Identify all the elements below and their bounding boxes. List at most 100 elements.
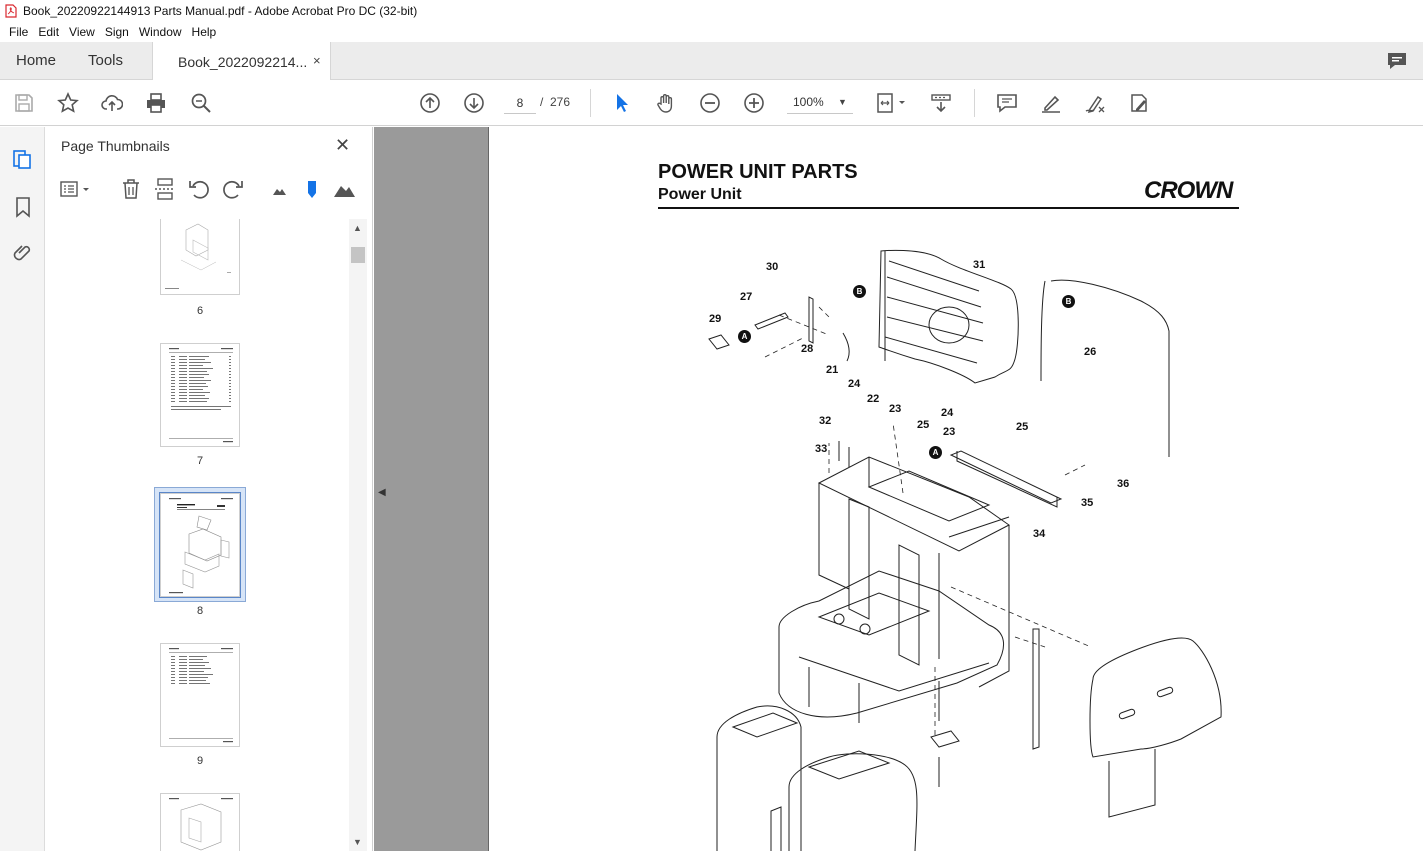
thumbnail-smaller-icon[interactable] [268,177,292,201]
callout-label: 24 [848,378,861,390]
add-comment-icon[interactable] [995,91,1019,115]
callout-label: 26 [1084,346,1097,358]
insert-page-icon[interactable] [153,177,177,201]
menu-help[interactable]: Help [191,25,217,39]
thumbnail-page-number: 8 [196,605,204,617]
reference-badge: A [929,446,942,459]
scroll-down-icon[interactable]: ▼ [353,837,362,847]
print-icon[interactable] [144,91,168,115]
draw-tool-icon[interactable] [1083,91,1107,115]
page-total: 276 [550,95,571,109]
thumbnail-drawing [169,498,233,594]
rotate-clockwise-icon[interactable] [221,177,245,201]
zoom-level-value: 100% [793,95,824,109]
select-cursor-icon[interactable] [610,91,634,115]
thumbnail-parts-list [169,648,233,743]
callout-label: 33 [815,443,828,455]
callout-label: 22 [867,393,880,405]
document-view[interactable]: ◀ POWER UNIT PARTS Power Unit CROWN [374,127,1423,851]
page-thumbnails-panel: Page Thumbnails ✕ [45,127,373,851]
tab-tools[interactable]: Tools [88,52,124,69]
save-icon[interactable] [12,91,36,115]
bookmark-star-icon[interactable] [56,91,80,115]
zoom-in-icon[interactable] [742,91,766,115]
rotate-counterclockwise-icon[interactable] [187,177,211,201]
heading-rule [658,207,1239,209]
callout-label: 35 [1081,497,1094,509]
zoom-search-icon[interactable] [189,91,213,115]
attachments-paperclip-icon[interactable] [11,240,35,264]
thumbnail-parts-list [169,348,233,443]
navigation-rail [0,127,45,851]
tab-document[interactable]: Book_2022092214... × [152,42,331,80]
toolbar-divider [590,89,591,117]
chevron-down-icon: ▼ [838,97,847,107]
callout-label: 30 [766,261,779,273]
menu-view[interactable]: View [69,25,95,39]
panel-title: Page Thumbnails [61,138,170,154]
tab-document-label: Book_2022092214... [178,54,308,70]
thumbnail-list: 6 [45,219,349,851]
thumbnail-larger-icon[interactable] [332,177,356,201]
page-fit-icon[interactable] [874,91,910,115]
hand-tool-icon[interactable] [654,91,678,115]
callout-label: 31 [973,259,986,271]
thumbnail-scrollbar[interactable]: ▲ ▼ [349,219,367,851]
next-page-icon[interactable] [462,91,486,115]
callout-label: 36 [1117,478,1130,490]
scroll-mode-icon[interactable] [929,91,953,115]
reference-badge: A [738,330,751,343]
menu-file[interactable]: File [9,25,29,39]
thumbnail-page-number: 9 [196,755,204,767]
bookmarks-icon[interactable] [11,195,35,219]
menu-bar: File Edit View Sign Window Help [0,22,1423,42]
callout-label: 32 [819,415,832,427]
title-bar: Book_20220922144913 Parts Manual.pdf - A… [0,0,1423,22]
thumbnail-size-slider-icon[interactable] [300,177,324,201]
callout-label: 24 [941,407,954,419]
main-toolbar: / 276 100% ▼ [0,80,1423,126]
callout-label: 29 [709,313,722,325]
collapse-panel-icon[interactable]: ◀ [378,487,386,498]
pdf-file-icon [5,4,17,18]
page-thumbnails-icon[interactable] [11,147,35,171]
thumbnail-page-10[interactable] [160,793,240,851]
comment-icon[interactable] [1386,51,1408,71]
thumbnail-drawing [165,223,231,289]
reference-badge: B [853,285,866,298]
thumbnail-page-7[interactable] [160,343,240,447]
page-heading: POWER UNIT PARTS [658,161,858,183]
tab-close-button[interactable]: × [313,53,321,68]
thumbnail-page-9[interactable] [160,643,240,747]
fill-sign-icon[interactable] [1127,91,1151,115]
callout-label: 25 [1016,421,1029,433]
zoom-out-icon[interactable] [698,91,722,115]
thumbnail-options-icon[interactable] [59,177,93,201]
thumbnail-page-number: 7 [196,455,204,467]
thumbnail-toolbar [45,173,373,205]
callout-label: 28 [801,343,814,355]
page-number-input[interactable] [504,92,536,114]
thumbnail-drawing [169,798,233,851]
previous-page-icon[interactable] [418,91,442,115]
callout-label: 23 [943,426,956,438]
delete-trash-icon[interactable] [119,177,143,201]
menu-edit[interactable]: Edit [38,25,60,39]
thumbnail-page-8[interactable] [159,492,241,598]
crown-logo: CROWN [1144,177,1233,204]
callout-label: 34 [1033,528,1046,540]
menu-window[interactable]: Window [138,25,182,39]
thumbnail-page-6[interactable] [160,219,240,295]
panel-close-icon[interactable]: ✕ [335,135,351,155]
scrollbar-thumb[interactable] [351,247,365,263]
cloud-upload-icon[interactable] [100,91,124,115]
tab-home[interactable]: Home [16,52,57,69]
zoom-level-dropdown[interactable]: 100% ▼ [787,92,853,114]
thumbnail-page-number: 6 [196,305,204,317]
highlight-pen-icon[interactable] [1039,91,1063,115]
power-unit-exploded-diagram [708,249,1222,851]
page-separator: / [540,95,544,109]
menu-sign[interactable]: Sign [104,25,129,39]
scroll-up-icon[interactable]: ▲ [353,223,362,233]
